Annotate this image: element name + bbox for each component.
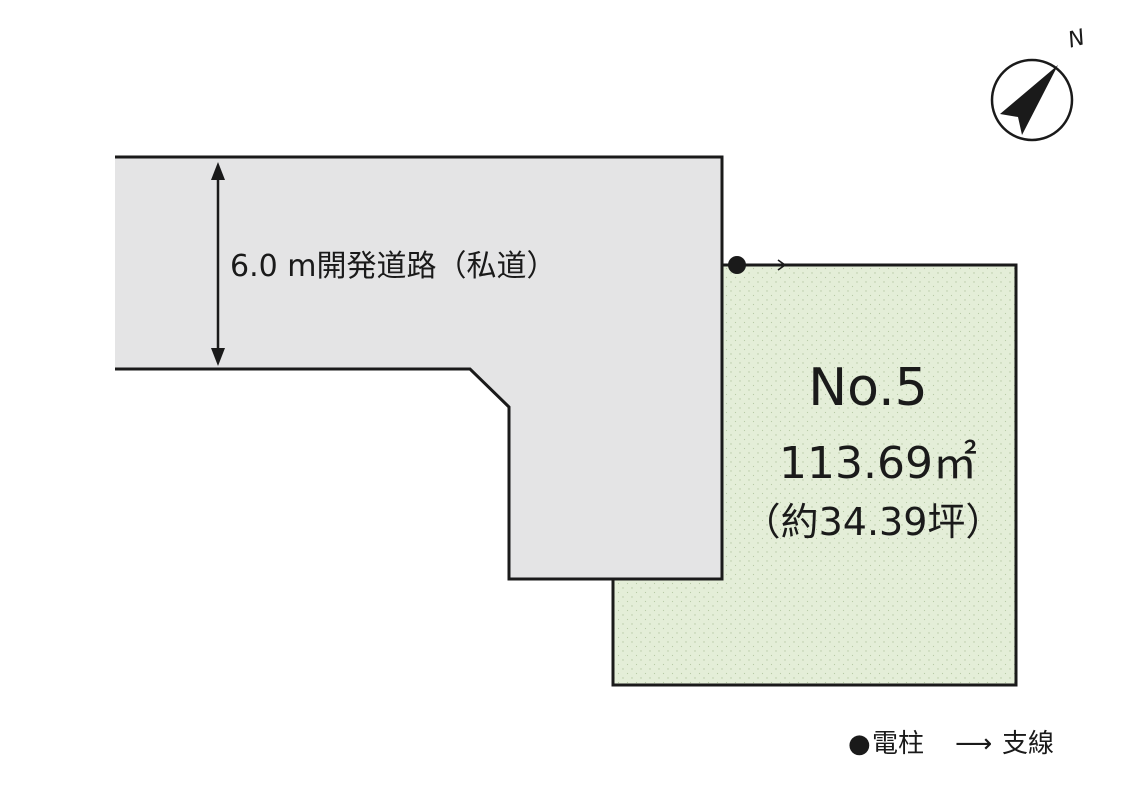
lot-area: 113.69㎡ [779,438,977,489]
legend-guy-wire-marker: ⟶ [955,729,992,759]
legend-pole-marker: ● [848,729,871,759]
road-width-dimension-arrow [211,162,225,366]
legend: ● 電柱 ⟶ 支線 [848,729,1054,759]
legend-pole-label: 電柱 [872,729,924,759]
north-letter: N [1065,25,1087,53]
lot-area-tsubo: （約34.39坪） [743,500,1004,544]
utility-pole-icon [728,256,746,274]
guy-wire-icon [746,259,787,271]
legend-guy-wire-label: 支線 [1002,729,1054,759]
private-road-area [115,155,724,581]
lot-no5-area [611,263,1018,687]
road-label: 6.0 m開発道路（私道） [230,249,556,284]
north-arrow-icon [990,58,1074,142]
lot-number: No.5 [808,358,927,418]
